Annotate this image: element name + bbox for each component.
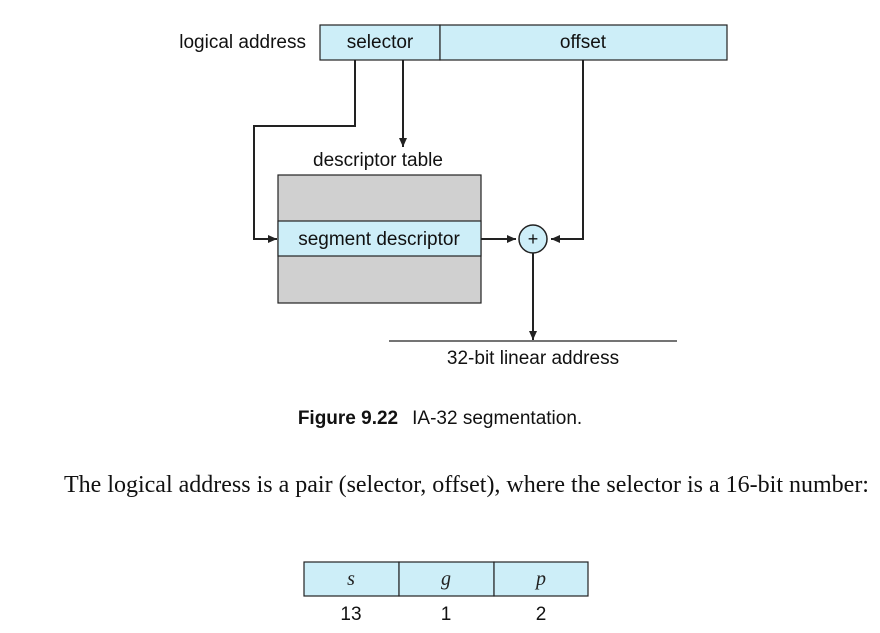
adder-plus: + (528, 229, 539, 249)
selector-g-name: g (441, 568, 451, 590)
selector-s-cell (303, 561, 400, 597)
figure-caption: Figure 9.22 IA-32 segmentation. (0, 408, 880, 430)
selector-g-cell (398, 561, 495, 597)
segmentation-diagram: logical address selector offset descript… (179, 24, 728, 369)
segment-descriptor-label: segment descriptor (298, 229, 460, 250)
selector-s-bits: 13 (340, 604, 361, 625)
selector-p-name: p (534, 568, 546, 590)
selector-g-bits: 1 (441, 604, 452, 625)
selector-p-cell (493, 561, 589, 597)
offset-to-adder-arrow (551, 60, 584, 243)
body-paragraph: The logical address is a pair (selector,… (64, 472, 869, 498)
selector-p-bits: 2 (536, 604, 547, 625)
figure-caption-text: IA-32 segmentation. (412, 408, 583, 429)
segment-descriptor-row (277, 220, 482, 257)
linear-address-label: 32-bit linear address (447, 348, 619, 369)
selector-label: selector (347, 32, 414, 53)
selector-field (319, 24, 441, 61)
selector-s-name: s (347, 568, 355, 590)
logical-address-label: logical address (179, 32, 306, 53)
offset-field (439, 24, 728, 61)
figure-number: Figure 9.22 (297, 408, 399, 429)
selector-index-arrow (253, 60, 356, 243)
descriptor-table-label: descriptor table (313, 150, 443, 171)
offset-label: offset (560, 32, 607, 53)
